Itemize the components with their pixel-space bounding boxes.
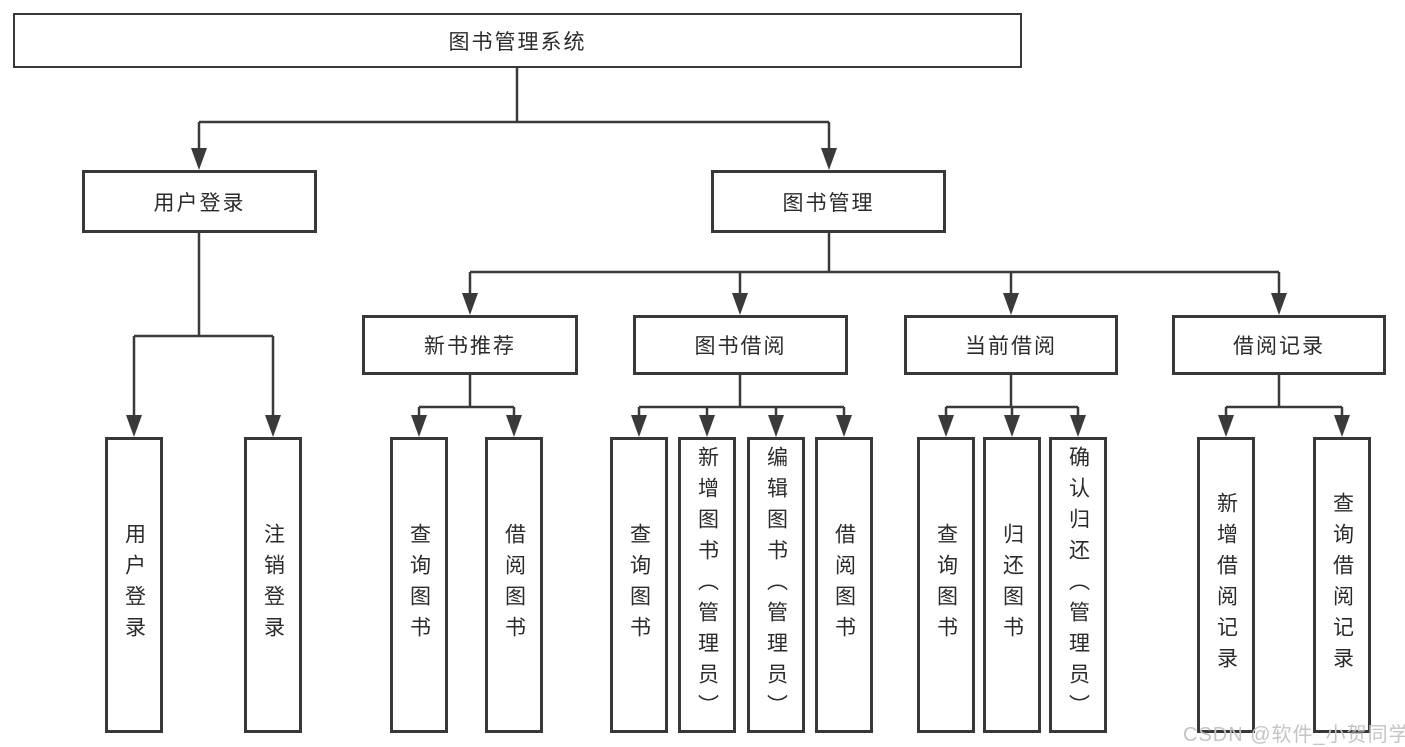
leaf-label: 新增借阅记录 xyxy=(1214,492,1238,678)
connector-borrow-to-leaves xyxy=(637,375,846,419)
node-label: 图书借阅 xyxy=(694,335,787,358)
node-library-system: 图书管理系统 xyxy=(13,13,1022,68)
arrow-down-icon xyxy=(126,415,142,437)
leaf-label: 归还图书 xyxy=(1000,523,1024,647)
node-book-management-branch: 图书管理 xyxy=(711,170,946,233)
node-current-borrow: 当前借阅 xyxy=(904,315,1118,375)
leaf-add-book-admin: 新增图书（管理员） xyxy=(678,437,736,733)
arrow-down-icon xyxy=(1070,415,1086,437)
connector-userlogin-to-leaves xyxy=(132,233,275,419)
connector-record-to-leaves xyxy=(1224,375,1344,419)
leaf-label: 编辑图书（管理员） xyxy=(764,445,788,725)
arrow-down-icon xyxy=(411,415,427,437)
node-label: 用户登录 xyxy=(153,191,246,215)
arrow-down-icon xyxy=(836,415,852,437)
connector-current-to-leaves xyxy=(944,375,1080,419)
node-label: 图书管理系统 xyxy=(448,30,587,54)
leaf-label: 新增图书（管理员） xyxy=(695,445,719,725)
arrow-down-icon xyxy=(1271,293,1287,315)
connector-newbook-to-leaves xyxy=(417,375,516,419)
leaf-label: 查询图书 xyxy=(627,523,651,647)
arrow-down-icon xyxy=(821,148,837,170)
leaf-label: 查询图书 xyxy=(934,523,958,647)
node-user-login-branch: 用户登录 xyxy=(82,170,317,233)
leaf-label: 借阅图书 xyxy=(502,523,526,647)
arrow-down-icon xyxy=(732,293,748,315)
node-borrow-record: 借阅记录 xyxy=(1172,315,1386,375)
arrow-down-icon xyxy=(506,415,522,437)
arrow-down-icon xyxy=(1334,415,1350,437)
arrow-down-icon xyxy=(768,415,784,437)
leaf-user-login: 用户登录 xyxy=(105,437,163,733)
arrow-down-icon xyxy=(631,415,647,437)
leaf-borrow-book-2: 借阅图书 xyxy=(815,437,873,733)
leaf-return-book: 归还图书 xyxy=(983,437,1041,733)
leaf-query-book-3: 查询图书 xyxy=(917,437,975,733)
leaf-label: 注销登录 xyxy=(261,523,285,647)
connector-bookmgmt-to-level3 xyxy=(468,233,1281,297)
node-label: 当前借阅 xyxy=(965,335,1057,358)
leaf-label: 借阅图书 xyxy=(832,523,856,647)
arrow-down-icon xyxy=(938,415,954,437)
node-label: 新书推荐 xyxy=(424,335,516,358)
leaf-add-borrow-record: 新增借阅记录 xyxy=(1197,437,1255,733)
leaf-label: 查询图书 xyxy=(407,523,431,647)
leaf-query-book-1: 查询图书 xyxy=(390,437,448,733)
leaf-label: 查询借阅记录 xyxy=(1330,492,1354,678)
leaf-label: 确认归还（管理员） xyxy=(1066,445,1090,725)
leaf-query-borrow-record: 查询借阅记录 xyxy=(1313,437,1371,733)
leaf-label: 用户登录 xyxy=(122,523,146,647)
leaf-borrow-book-1: 借阅图书 xyxy=(485,437,543,733)
node-label: 借阅记录 xyxy=(1233,335,1325,358)
arrow-down-icon xyxy=(1004,415,1020,437)
leaf-confirm-return-admin: 确认归还（管理员） xyxy=(1049,437,1107,733)
leaf-edit-book-admin: 编辑图书（管理员） xyxy=(747,437,805,733)
leaf-query-book-2: 查询图书 xyxy=(610,437,668,733)
leaf-logout: 注销登录 xyxy=(244,437,302,733)
arrow-down-icon xyxy=(699,415,715,437)
node-book-borrow: 图书借阅 xyxy=(633,315,848,375)
arrow-down-icon xyxy=(462,293,478,315)
node-label: 图书管理 xyxy=(782,191,875,215)
arrow-down-icon xyxy=(1218,415,1234,437)
watermark: CSDN @软件_小贺同学 xyxy=(1183,724,1405,746)
arrow-down-icon xyxy=(265,415,281,437)
arrow-down-icon xyxy=(1003,293,1019,315)
node-new-book-recommend: 新书推荐 xyxy=(362,315,578,375)
connector-root-to-level2 xyxy=(197,68,831,152)
arrow-down-icon xyxy=(191,148,207,170)
